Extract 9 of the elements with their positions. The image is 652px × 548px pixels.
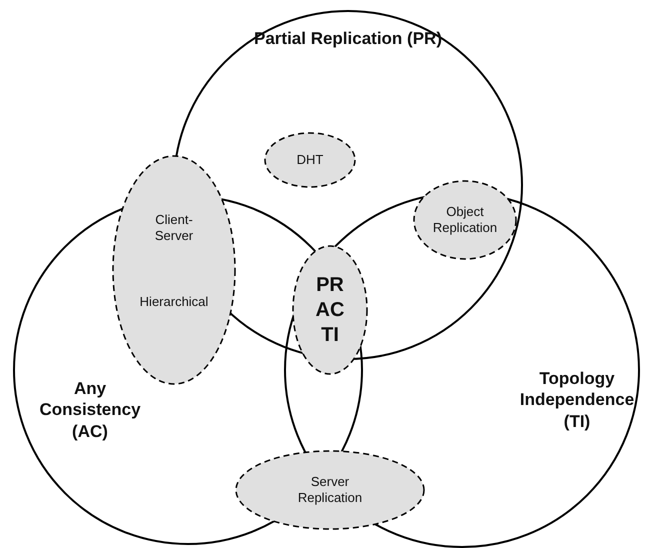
- category-label: PR AC TI: [314, 272, 346, 348]
- category-label: DHT: [296, 152, 324, 168]
- set-label: Topology Independence (TI): [518, 368, 636, 432]
- category-label: Hierarchical: [138, 294, 210, 310]
- category-label: Client-Server: [154, 212, 194, 244]
- set-label: Any Consistency (AC): [38, 378, 142, 442]
- category-label: Server Replication: [296, 474, 364, 506]
- set-label: Partial Replication (PR): [253, 28, 443, 50]
- category-label: Object Replication: [432, 204, 498, 236]
